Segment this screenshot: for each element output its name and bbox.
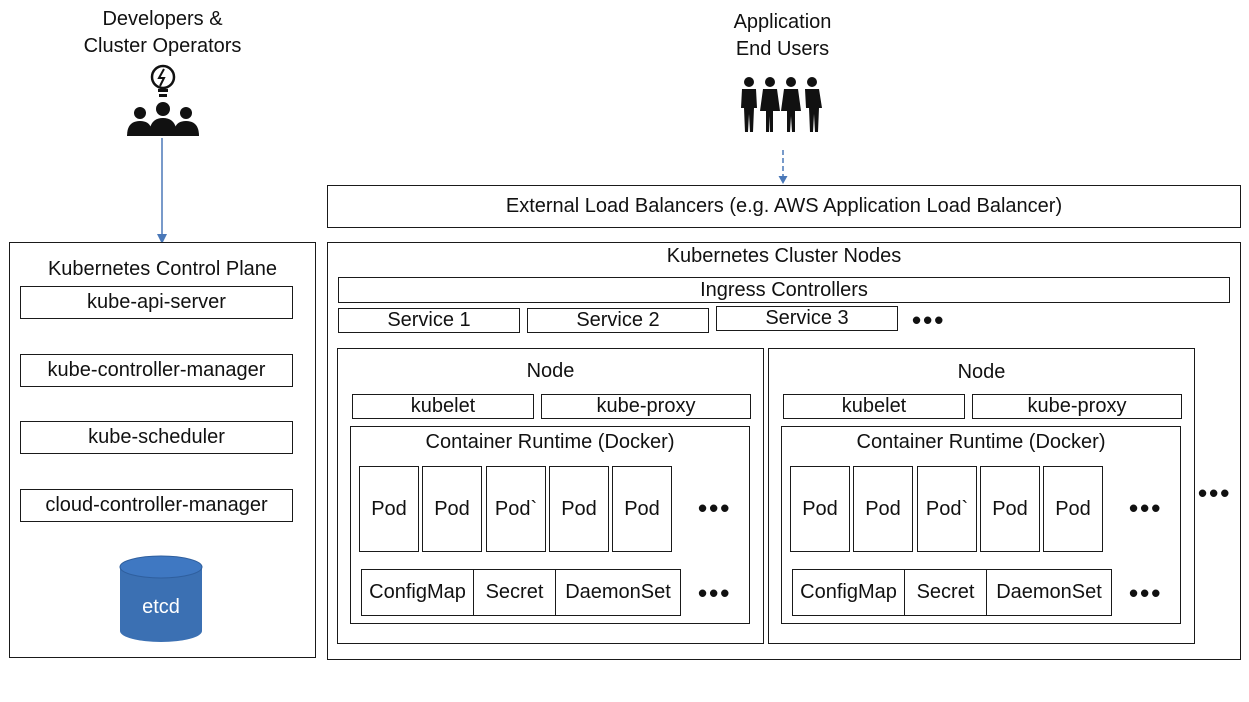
end-users-label-line2: End Users bbox=[735, 38, 830, 60]
node-1-runtime-title: Container Runtime (Docker) bbox=[425, 431, 675, 453]
kube-api-server-box: kube-api-server bbox=[20, 286, 293, 319]
more-pods-ellipsis: ••• bbox=[698, 493, 732, 523]
pod-box: Pod bbox=[790, 466, 850, 552]
more-pods-ellipsis: ••• bbox=[1129, 493, 1163, 523]
pod-box: Pod bbox=[1043, 466, 1103, 552]
pod-label: Pod` bbox=[925, 497, 969, 520]
kube-controller-manager-box: kube-controller-manager bbox=[20, 354, 293, 387]
agent-label: kube-proxy bbox=[1027, 395, 1127, 417]
developers-label-line1: Developers & bbox=[102, 8, 223, 30]
pod-box: Pod` bbox=[917, 466, 977, 552]
more-resources-ellipsis: ••• bbox=[698, 578, 732, 608]
agent-label: kubelet bbox=[410, 395, 476, 417]
service-1-box: Service 1 bbox=[338, 308, 520, 333]
pod-label: Pod` bbox=[494, 497, 538, 520]
daemonset-box: DaemonSet bbox=[555, 569, 681, 616]
external-load-balancer: External Load Balancers (e.g. AWS Applic… bbox=[327, 185, 1241, 228]
end-users-arrow bbox=[778, 150, 788, 184]
node-1-kube-proxy-box: kube-proxy bbox=[541, 394, 751, 419]
resource-label: Secret bbox=[916, 581, 975, 603]
pod-box: Pod bbox=[549, 466, 609, 552]
service-label: Service 1 bbox=[387, 309, 471, 331]
control-plane-title: Kubernetes Control Plane bbox=[47, 258, 278, 280]
pod-box: Pod bbox=[980, 466, 1040, 552]
component-label: kube-scheduler bbox=[88, 426, 225, 448]
more-resources-ellipsis: ••• bbox=[1129, 578, 1163, 608]
component-label: cloud-controller-manager bbox=[45, 494, 268, 516]
resource-label: Secret bbox=[485, 581, 544, 603]
pod-label: Pod bbox=[371, 497, 407, 520]
pod-box: Pod bbox=[612, 466, 672, 552]
secret-box: Secret bbox=[904, 569, 987, 616]
agent-label: kube-proxy bbox=[596, 395, 696, 417]
pod-label: Pod bbox=[802, 497, 838, 520]
load-balancer-label: External Load Balancers (e.g. AWS Applic… bbox=[505, 195, 1063, 217]
resource-label: ConfigMap bbox=[800, 581, 897, 603]
service-label: Service 3 bbox=[765, 307, 849, 329]
kube-scheduler-box: kube-scheduler bbox=[20, 421, 293, 454]
secret-box: Secret bbox=[473, 569, 556, 616]
pod-label: Pod bbox=[992, 497, 1028, 520]
configmap-box: ConfigMap bbox=[792, 569, 905, 616]
resource-label: ConfigMap bbox=[369, 581, 466, 603]
ingress-label: Ingress Controllers bbox=[700, 278, 868, 301]
pod-label: Pod bbox=[561, 497, 597, 520]
cluster-nodes-title: Kubernetes Cluster Nodes bbox=[666, 245, 902, 267]
pod-label: Pod bbox=[1055, 497, 1091, 520]
ingress-controllers-box: Ingress Controllers bbox=[338, 277, 1230, 303]
node-2-title: Node bbox=[957, 361, 1006, 383]
developers-arrow bbox=[157, 138, 167, 244]
node-2-kubelet-box: kubelet bbox=[783, 394, 965, 419]
service-2-box: Service 2 bbox=[527, 308, 709, 333]
etcd-cylinder-icon bbox=[119, 555, 203, 642]
agent-label: kubelet bbox=[841, 395, 907, 417]
more-nodes-ellipsis: ••• bbox=[1198, 478, 1232, 508]
pod-box: Pod` bbox=[486, 466, 546, 552]
pod-box: Pod bbox=[422, 466, 482, 552]
node-1-title: Node bbox=[526, 360, 575, 382]
etcd-label: etcd bbox=[142, 596, 180, 618]
pod-box: Pod bbox=[359, 466, 419, 552]
node-2-runtime-title: Container Runtime (Docker) bbox=[856, 431, 1106, 453]
service-3-box: Service 3 bbox=[716, 306, 898, 331]
team-lightbulb-icon bbox=[127, 64, 199, 136]
end-users-label-line1: Application bbox=[733, 11, 832, 33]
component-label: kube-controller-manager bbox=[47, 359, 266, 381]
pod-label: Pod bbox=[624, 497, 660, 520]
cloud-controller-manager-box: cloud-controller-manager bbox=[20, 489, 293, 522]
pod-label: Pod bbox=[865, 497, 901, 520]
component-label: kube-api-server bbox=[87, 291, 226, 313]
more-services-ellipsis: ••• bbox=[912, 305, 946, 335]
pod-box: Pod bbox=[853, 466, 913, 552]
node-1-kubelet-box: kubelet bbox=[352, 394, 534, 419]
configmap-box: ConfigMap bbox=[361, 569, 474, 616]
pod-label: Pod bbox=[434, 497, 470, 520]
users-group-icon bbox=[741, 77, 822, 132]
node-2-kube-proxy-box: kube-proxy bbox=[972, 394, 1182, 419]
resource-label: DaemonSet bbox=[565, 581, 671, 603]
daemonset-box: DaemonSet bbox=[986, 569, 1112, 616]
resource-label: DaemonSet bbox=[996, 581, 1102, 603]
service-label: Service 2 bbox=[576, 309, 660, 331]
developers-label-line2: Cluster Operators bbox=[83, 35, 242, 57]
